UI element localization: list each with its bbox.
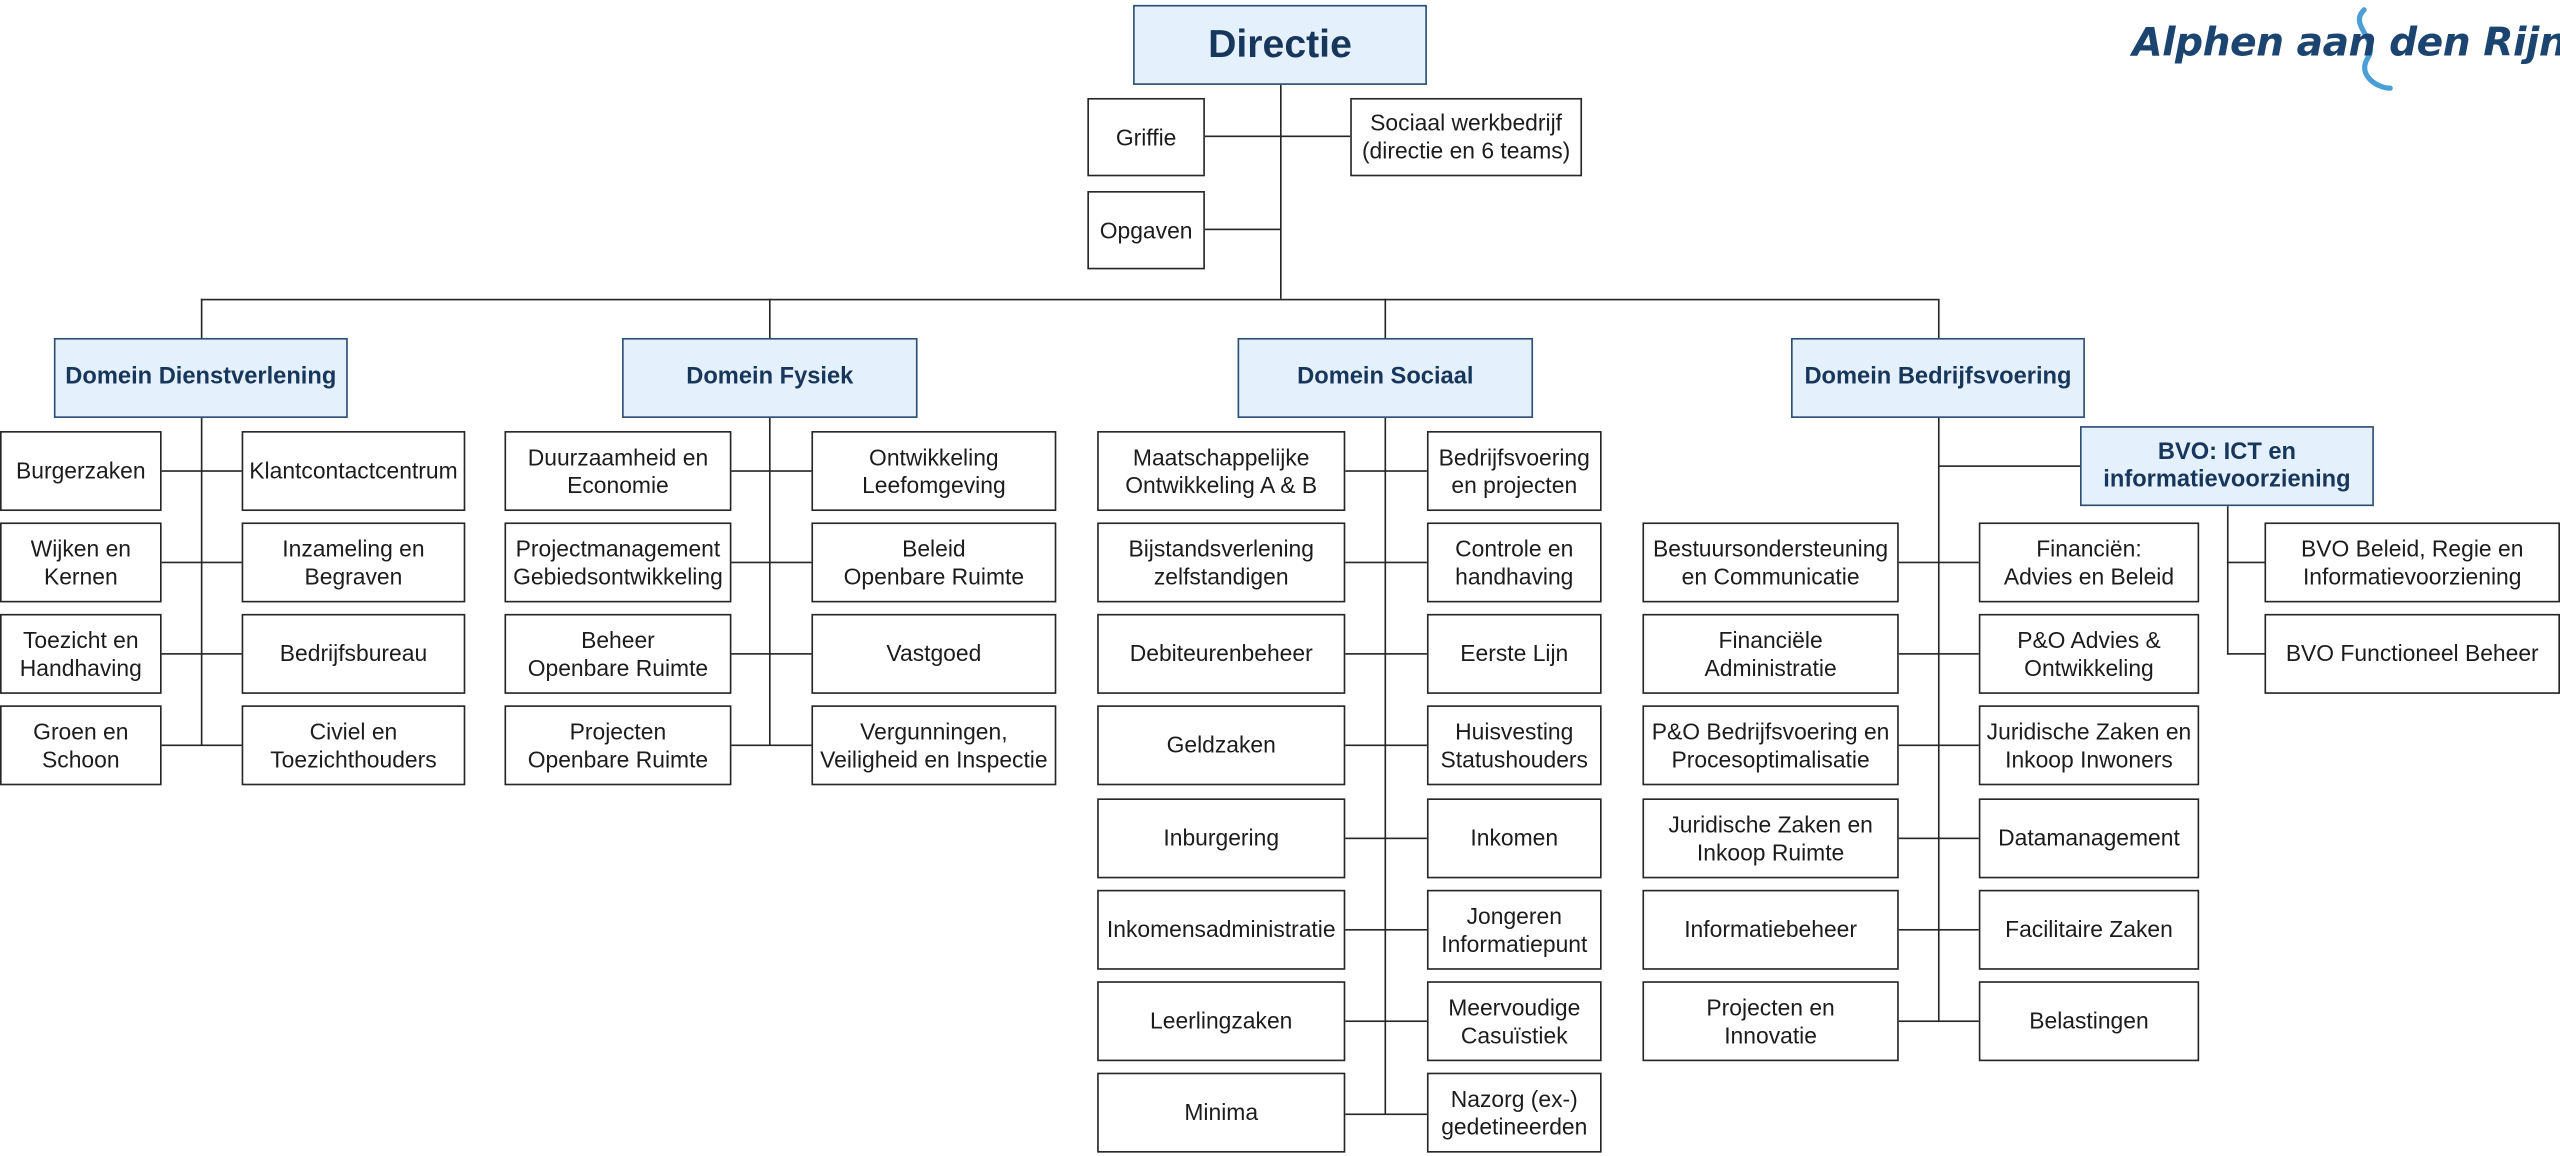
sociaal-team-box: Bedrijfsvoering en projecten bbox=[1426, 431, 1602, 512]
domein-fysiek-header: Domein Fysiek bbox=[622, 337, 918, 418]
fysiek-team-box: Beheer Openbare Ruimte bbox=[504, 613, 732, 694]
sociaal-team-box: Debiteurenbeheer bbox=[1097, 613, 1346, 694]
connector bbox=[1897, 928, 1981, 931]
bedrijfsvoering-team-box: Juridische Zaken en Inkoop Inwoners bbox=[1978, 705, 2200, 786]
sociaal-team-box: Inburgering bbox=[1097, 798, 1346, 879]
fysiek-team-box: Beleid Openbare Ruimte bbox=[811, 522, 1057, 603]
sociaal-team-box: Controle en handhaving bbox=[1426, 522, 1602, 603]
connector bbox=[1897, 653, 1981, 655]
bedrijfsvoering-team-box: Juridische Zaken en Inkoop Ruimte bbox=[1642, 798, 1899, 879]
connector bbox=[729, 470, 814, 473]
dienstverlening-team-box: Inzameling en Begraven bbox=[241, 522, 466, 603]
sociaal-team-box: Inkomen bbox=[1426, 798, 1602, 879]
sociaal-team-box: Jongeren Informatiepunt bbox=[1426, 889, 1602, 970]
bedrijfsvoering-team-box: P&O Bedrijfsvoering en Procesoptimalisat… bbox=[1642, 705, 1899, 786]
sociaal-team-box: Nazorg (ex-) gedetineerden bbox=[1426, 1072, 1602, 1153]
connector bbox=[2226, 561, 2267, 564]
dienstverlening-team-box: Civiel en Toezichthouders bbox=[241, 705, 466, 786]
domein-bedrijfsvoering-header: Domein Bedrijfsvoering bbox=[1791, 337, 2085, 418]
bedrijfsvoering-team-box: Bestuursondersteuning en Communicatie bbox=[1642, 522, 1899, 603]
bedrijfsvoering-team-box: Financiën: Advies en Beleid bbox=[1978, 522, 2200, 603]
connector bbox=[200, 417, 203, 745]
connector bbox=[1384, 298, 1387, 340]
bedrijfsvoering-team-box: P&O Advies & Ontwikkeling bbox=[1978, 613, 2200, 694]
opgaven-box: Opgaven bbox=[1087, 191, 1205, 270]
connector bbox=[2226, 653, 2267, 655]
connector bbox=[729, 653, 814, 655]
sociaal-team-box: Eerste Lijn bbox=[1426, 613, 1602, 694]
sociaal-team-box: Meervoudige Casuïstiek bbox=[1426, 981, 1602, 1062]
logo-text: Alphen aan den Rijn bbox=[2132, 19, 2560, 66]
connector bbox=[160, 561, 244, 564]
sociaal-team-box: Maatschappelijke Ontwikkeling A & B bbox=[1097, 431, 1346, 512]
sociaal-team-box: Huisvesting Statushouders bbox=[1426, 705, 1602, 786]
connector bbox=[1203, 228, 1280, 231]
connector bbox=[160, 744, 244, 747]
bedrijfsvoering-team-box: Financiële Administratie bbox=[1642, 613, 1899, 694]
connector bbox=[1897, 561, 1981, 564]
bedrijfsvoering-team-box: Informatiebeheer bbox=[1642, 889, 1899, 970]
domein-sociaal-header: Domein Sociaal bbox=[1237, 337, 1534, 418]
dienstverlening-team-box: Groen en Schoon bbox=[0, 705, 162, 786]
connector bbox=[1937, 465, 2082, 468]
connector bbox=[729, 561, 814, 564]
connector bbox=[1343, 561, 1427, 564]
griffie-box: Griffie bbox=[1087, 97, 1205, 177]
bedrijfsvoering-team-box: Facilitaire Zaken bbox=[1978, 889, 2200, 970]
sociaal-team-box: Geldzaken bbox=[1097, 705, 1346, 786]
dienstverlening-team-box: Toezicht en Handhaving bbox=[0, 613, 162, 694]
sociaal-team-box: Leerlingzaken bbox=[1097, 981, 1346, 1062]
fysiek-team-box: Ontwikkeling Leefomgeving bbox=[811, 431, 1057, 512]
connector bbox=[1897, 1020, 1981, 1023]
connector bbox=[1384, 417, 1387, 1114]
connector bbox=[1343, 653, 1427, 655]
connector bbox=[1937, 298, 1940, 340]
connector bbox=[1343, 1020, 1427, 1023]
sociaal-team-box: Inkomensadministratie bbox=[1097, 889, 1346, 970]
dienstverlening-team-box: Bedrijfsbureau bbox=[241, 613, 466, 694]
bvo-ict-header: BVO: ICT en informatievoorziening bbox=[2080, 426, 2374, 507]
fysiek-team-box: Projecten Openbare Ruimte bbox=[504, 705, 732, 786]
connector bbox=[1897, 837, 1981, 840]
connector bbox=[1937, 417, 1940, 1023]
bvo-team-box: BVO Beleid, Regie en Informatievoorzieni… bbox=[2264, 522, 2560, 603]
dienstverlening-team-box: Klantcontactcentrum bbox=[241, 431, 466, 512]
connector bbox=[200, 298, 1938, 301]
directie-box: Directie bbox=[1133, 4, 1427, 85]
connector bbox=[160, 653, 244, 655]
connector bbox=[768, 417, 771, 745]
connector bbox=[1203, 135, 1351, 138]
connector bbox=[1280, 84, 1282, 299]
connector bbox=[200, 298, 203, 340]
bedrijfsvoering-team-box: Projecten en Innovatie bbox=[1642, 981, 1899, 1062]
fysiek-team-box: Duurzaamheid en Economie bbox=[504, 431, 732, 512]
dienstverlening-team-box: Wijken en Kernen bbox=[0, 522, 162, 603]
dienstverlening-team-box: Burgerzaken bbox=[0, 431, 162, 512]
fysiek-team-box: Vergunningen, Veiligheid en Inspectie bbox=[811, 705, 1057, 786]
connector bbox=[1343, 470, 1427, 473]
connector bbox=[1343, 928, 1427, 931]
sociaal-team-box: Minima bbox=[1097, 1072, 1346, 1153]
sociaal-team-box: Bijstandsverlening zelfstandigen bbox=[1097, 522, 1346, 603]
domein-dienstverlening-header: Domein Dienstverlening bbox=[53, 337, 348, 418]
bvo-team-box: BVO Functioneel Beheer bbox=[2264, 613, 2560, 694]
bedrijfsvoering-team-box: Datamanagement bbox=[1978, 798, 2200, 879]
fysiek-team-box: Projectmanagement Gebiedsontwikkeling bbox=[504, 522, 732, 603]
connector bbox=[1343, 1113, 1427, 1116]
connector bbox=[160, 470, 244, 473]
connector bbox=[768, 298, 771, 340]
connector bbox=[1343, 837, 1427, 840]
connector bbox=[1343, 744, 1427, 747]
fysiek-team-box: Vastgoed bbox=[811, 613, 1057, 694]
connector bbox=[1897, 744, 1981, 747]
connector bbox=[2226, 506, 2229, 655]
alphen-aan-den-rijn-logo: Alphen aan den Rijn bbox=[2122, 3, 2560, 101]
logo-wave-icon bbox=[2356, 7, 2393, 91]
bedrijfsvoering-team-box: Belastingen bbox=[1978, 981, 2200, 1062]
sociaal-werkbedrijf-box: Sociaal werkbedrijf (directie en 6 teams… bbox=[1350, 97, 1583, 177]
connector bbox=[729, 744, 814, 747]
